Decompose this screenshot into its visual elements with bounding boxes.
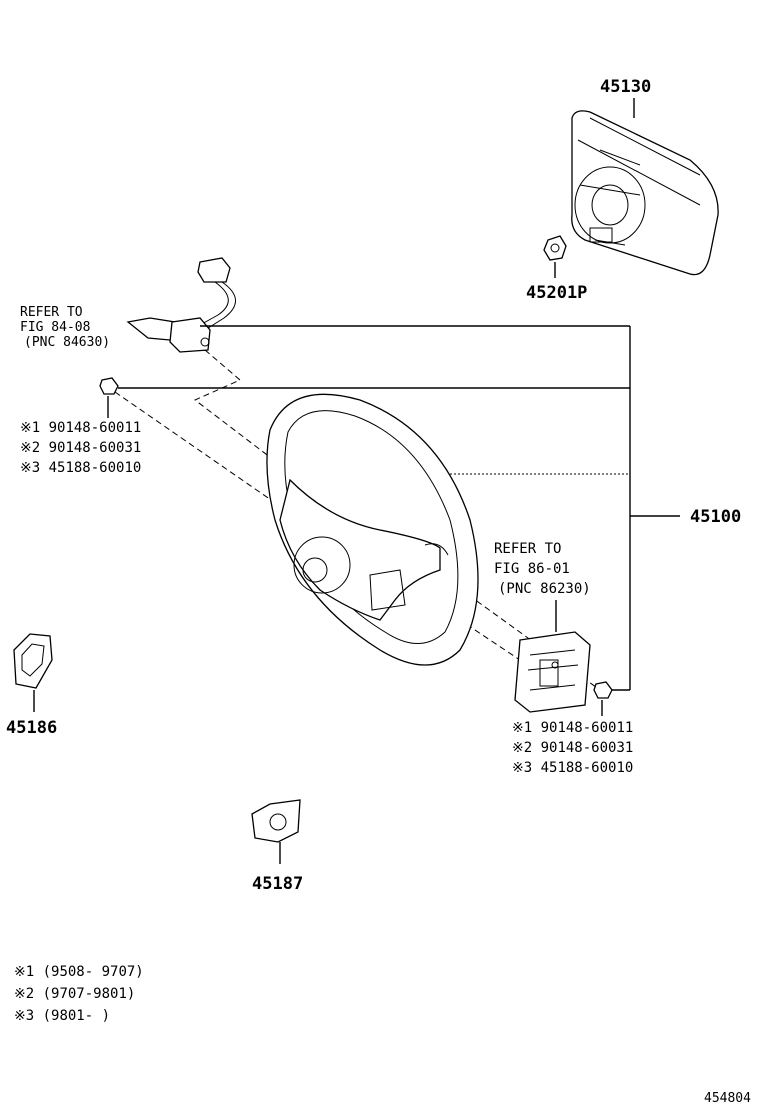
bolt-right-3: ※3 45188-60010	[512, 760, 633, 776]
bolt-right-1: ※1 90148-60011	[512, 720, 633, 736]
bolt-left-drawing	[99, 377, 119, 395]
legend-item-3: ※3 (9801- )	[14, 1008, 110, 1024]
bolt-left-1: ※1 90148-60011	[20, 420, 141, 436]
bolt-right-2: ※2 90148-60031	[512, 740, 633, 756]
refer-right-line3: (PNC 86230)	[498, 581, 591, 597]
airbag-module-drawing	[571, 110, 719, 276]
refer-left-line3: (PNC 84630)	[24, 335, 110, 350]
part-label-45201p: 45201P	[526, 283, 587, 303]
part-label-45100: 45100	[690, 507, 741, 527]
refer-right-line1: REFER TO	[494, 541, 561, 557]
cover-45186-drawing	[13, 633, 53, 689]
horn-switch-harness-drawing	[126, 257, 236, 353]
switch-assembly-right-drawing	[514, 631, 591, 713]
bolt-left-2: ※2 90148-60031	[20, 440, 141, 456]
bolt-right-drawing	[593, 681, 613, 699]
steering-wheel-drawing	[266, 393, 479, 666]
legend-item-2: ※2 (9707-9801)	[14, 986, 135, 1002]
cover-45187-drawing	[251, 799, 301, 843]
airbag-nut-drawing	[543, 235, 567, 261]
part-label-45187: 45187	[252, 874, 303, 894]
legend-item-1: ※1 (9508- 9707)	[14, 964, 144, 980]
part-label-45130: 45130	[600, 77, 651, 97]
bolt-left-3: ※3 45188-60010	[20, 460, 141, 476]
figure-id: 454804	[704, 1091, 751, 1106]
refer-left-line1: REFER TO	[20, 305, 83, 320]
refer-left-line2: FIG 84-08	[20, 320, 90, 335]
refer-right-line2: FIG 86-01	[494, 561, 570, 577]
part-label-45186: 45186	[6, 718, 57, 738]
